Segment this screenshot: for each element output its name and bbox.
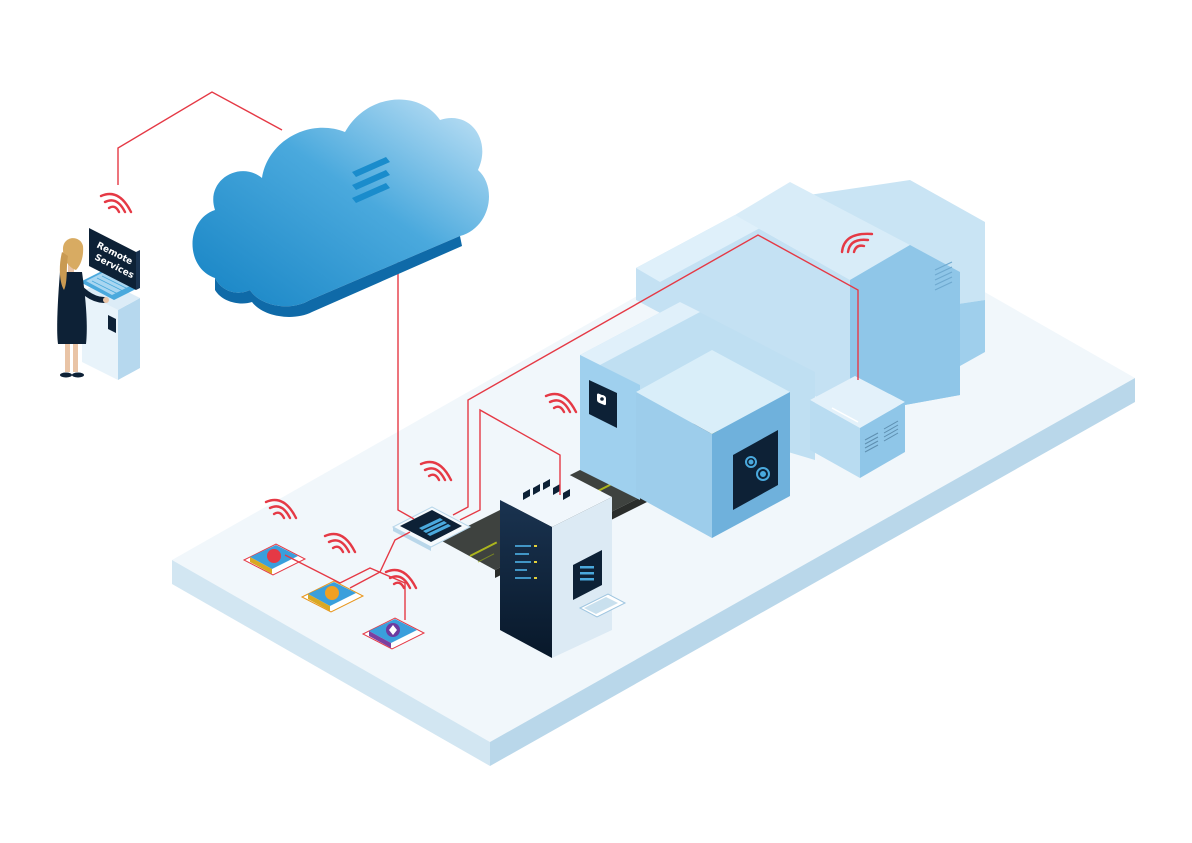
wifi-signal-icon: [99, 192, 133, 214]
gears-panel: [733, 430, 778, 510]
cloud-service: [192, 99, 490, 317]
wifi-signal-icon: [264, 498, 298, 520]
sensor-tile-icon: [267, 549, 281, 563]
sensor-link-line: [349, 531, 411, 589]
wifi-signal-icon: [323, 532, 357, 554]
kiosk-to-cloud-line: [117, 91, 283, 185]
wifi-signal-icon: [544, 392, 578, 414]
sensor-tile-red: [242, 543, 307, 576]
rack-slots: [523, 479, 570, 500]
status-panel: [589, 380, 617, 428]
wifi-signal-icon: [840, 232, 874, 254]
gateway-to-server-line: [459, 408, 561, 521]
sensor-unit-right: [810, 376, 905, 478]
wifi-signals: [99, 192, 874, 590]
kiosk-screen: Remote Services: [89, 228, 140, 290]
processing-unit-cube: [636, 350, 790, 538]
menu-lines-icon: [580, 566, 594, 581]
person-icon: [57, 238, 109, 378]
laptop-icon: [578, 593, 627, 618]
vent-grille: [934, 261, 953, 291]
platform-left-side: [172, 560, 490, 766]
sensors-to-gateway-line: [284, 554, 406, 620]
remote-services-kiosk: Remote Services: [80, 228, 140, 380]
sensor-tile-orange: [300, 580, 365, 613]
wifi-signal-icon: [384, 568, 418, 590]
menu-lines-icon: [352, 157, 390, 203]
gateway-icon: [419, 518, 451, 536]
sensor-tile-icon: [325, 586, 339, 600]
server-status-bars: [515, 545, 531, 579]
cloud-icon: [192, 99, 490, 307]
cabinet-display: [573, 550, 602, 600]
server-cabinet: [500, 470, 627, 658]
gears-icon: [745, 456, 770, 481]
gateway-to-machine-line: [452, 234, 859, 516]
iot-gateway: [391, 506, 472, 551]
platform-right-side: [490, 378, 1135, 766]
sensor-tile-purple: [361, 617, 426, 650]
wifi-signal-icon: [419, 460, 453, 482]
